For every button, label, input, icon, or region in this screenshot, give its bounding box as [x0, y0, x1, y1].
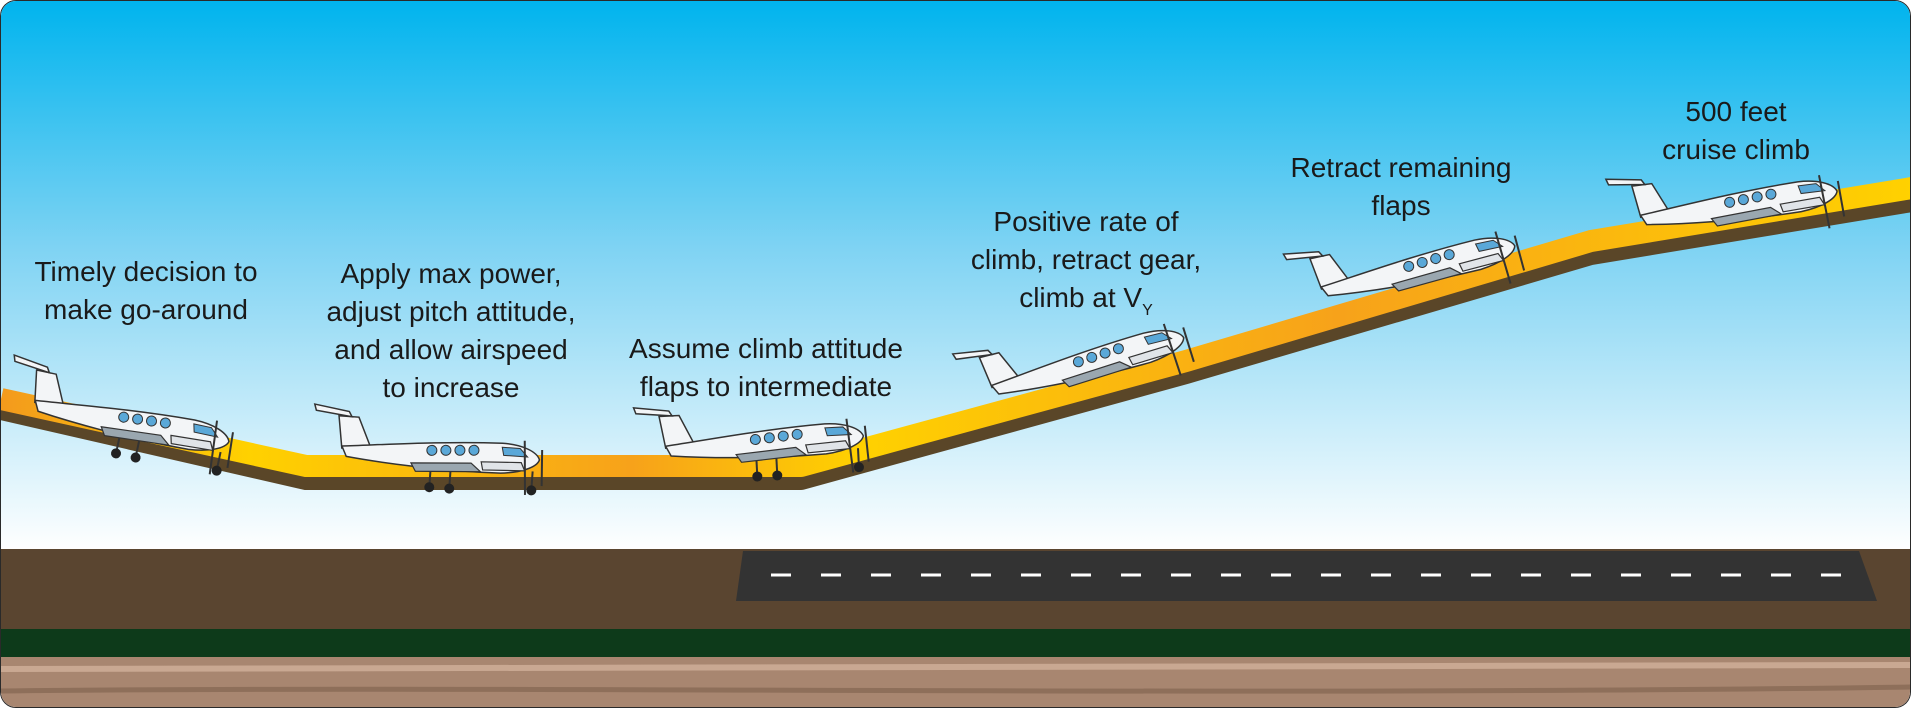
step-6-label: 500 feet cruise climb — [1662, 96, 1810, 165]
runway — [736, 551, 1877, 601]
step-1-label: Timely decision to make go-around — [34, 256, 258, 325]
step-2-label: Apply max power, adjust pitch attitude, … — [326, 258, 576, 403]
step-5-label: Retract remaining flaps — [1290, 152, 1512, 221]
flight-path-shadow — [1, 190, 1910, 490]
flight-path — [1, 177, 1910, 477]
grass — [1, 629, 1910, 657]
vy-subscript: Y — [1142, 302, 1153, 319]
step-3-label: Assume climb attitude flaps to intermedi… — [629, 333, 903, 402]
step-4-label: Positive rate of climb, retract gear, cl… — [970, 206, 1202, 319]
step-4-line-3: climb at V — [1019, 282, 1143, 313]
